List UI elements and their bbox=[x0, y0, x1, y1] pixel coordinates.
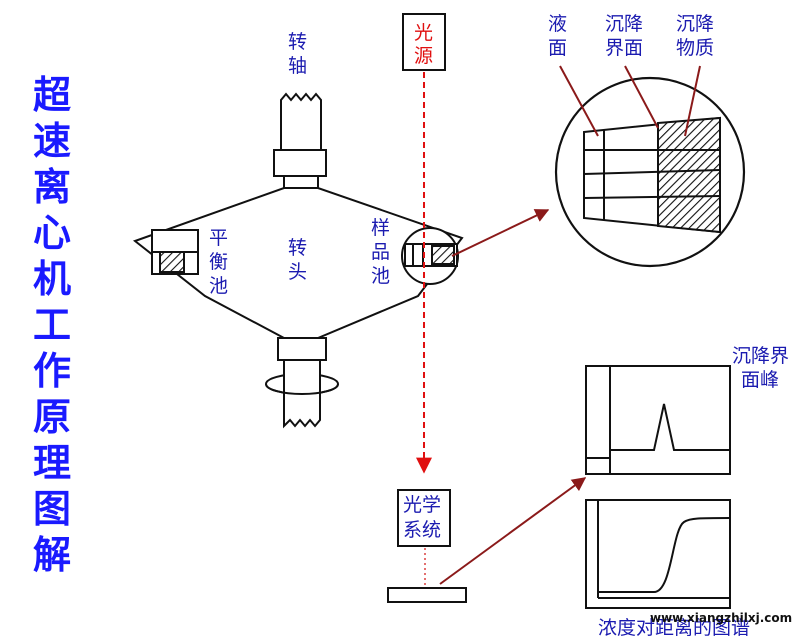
title-char: 超 bbox=[32, 73, 71, 117]
detector-plate bbox=[387, 587, 467, 603]
sed-material-label-1: 沉降 bbox=[676, 13, 714, 35]
light-source-label-2: 源 bbox=[414, 45, 433, 67]
peak-label-1: 沉降界 bbox=[732, 345, 789, 367]
sample-cell-label-1: 样 bbox=[371, 217, 390, 239]
title-char: 心 bbox=[32, 211, 71, 255]
title-char: 作 bbox=[32, 349, 71, 393]
peak-label-2: 面峰 bbox=[741, 369, 779, 391]
liquid-surface-label-1: 液 bbox=[548, 13, 567, 35]
spindle-label-1: 转 bbox=[288, 31, 307, 53]
optical-system-label-1: 光学 bbox=[403, 494, 441, 516]
title-char: 解 bbox=[32, 533, 71, 577]
spindle-label-2: 轴 bbox=[288, 55, 307, 77]
light-source-box bbox=[402, 13, 446, 71]
rotor-head-label-2: 头 bbox=[288, 261, 307, 283]
sigmoid-graph bbox=[585, 499, 731, 609]
title-char: 图 bbox=[32, 487, 71, 531]
title-char: 机 bbox=[32, 257, 71, 301]
title-char: 工 bbox=[32, 303, 71, 347]
peak-graph bbox=[585, 365, 731, 475]
lower-spindle bbox=[265, 337, 339, 429]
title-char: 原 bbox=[32, 395, 71, 439]
sample-cell-label-2: 品 bbox=[371, 241, 390, 263]
magnified-cell bbox=[554, 76, 746, 268]
title-char: 理 bbox=[32, 441, 71, 485]
liquid-surface-label-2: 面 bbox=[548, 37, 567, 59]
caption: 浓度对距离的图谱 bbox=[598, 617, 750, 639]
optical-system-label-2: 系统 bbox=[403, 519, 441, 541]
optical-system-box bbox=[397, 489, 451, 547]
sample-cell bbox=[401, 227, 459, 285]
watermark: www.xiangzhilxj.com bbox=[650, 611, 792, 625]
balance-cell-label-2: 衡 bbox=[209, 251, 228, 273]
light-source-label-1: 光 bbox=[414, 22, 433, 44]
balance-cell-label-1: 平 bbox=[209, 227, 228, 249]
upper-spindle bbox=[273, 92, 327, 188]
title-char: 离 bbox=[32, 165, 71, 209]
sed-material-label-2: 物质 bbox=[676, 37, 714, 59]
sed-boundary-label-2: 界面 bbox=[605, 37, 643, 59]
sed-boundary-label-1: 沉降 bbox=[605, 13, 643, 35]
balance-cell bbox=[151, 229, 199, 275]
title-char: 速 bbox=[32, 119, 71, 163]
balance-cell-label-3: 池 bbox=[209, 275, 228, 297]
vertical-title: 超 速 离 心 机 工 作 原 理 图 解 bbox=[22, 72, 82, 578]
sample-cell-label-3: 池 bbox=[371, 265, 390, 287]
rotor-head-label-1: 转 bbox=[288, 237, 307, 259]
